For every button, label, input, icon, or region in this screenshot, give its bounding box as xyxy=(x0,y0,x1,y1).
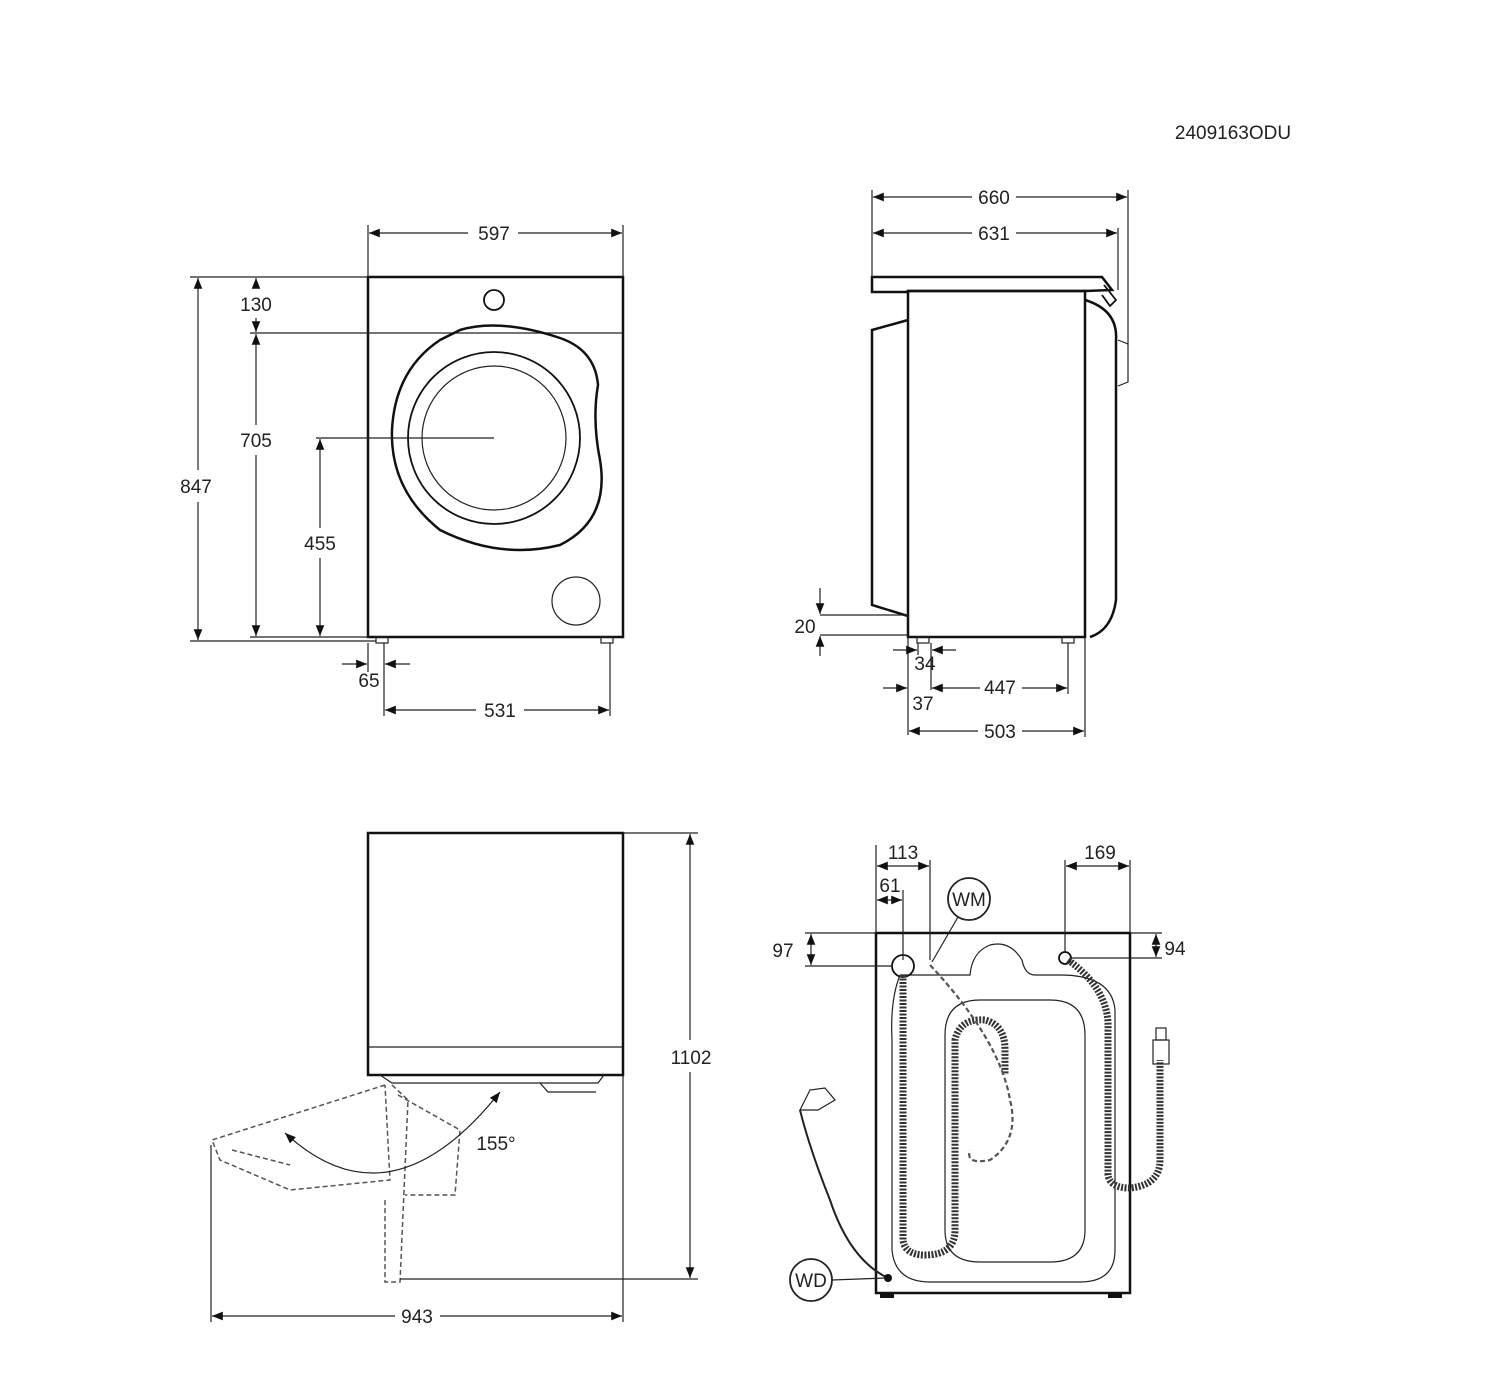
dim-feet-spacing-side: 447 xyxy=(984,678,1016,699)
front-view: 597 847 130 705 455 65 531 xyxy=(180,224,625,722)
dim-foot-width: 34 xyxy=(914,654,936,675)
dim-body-depth: 503 xyxy=(984,722,1016,743)
label-wd: WD xyxy=(795,1271,827,1292)
filter-cover xyxy=(551,576,601,626)
dim-height-with-door: 1102 xyxy=(671,1048,712,1069)
dim-inlet-113: 113 xyxy=(888,843,918,864)
label-wm: WM xyxy=(952,890,986,911)
dim-depth-with-door: 943 xyxy=(401,1307,433,1328)
dim-depth-total: 660 xyxy=(978,188,1010,209)
door-outer xyxy=(390,324,603,552)
back-view: 113 61 169 97 94 WM WD xyxy=(772,843,1186,1302)
dim-feet-spacing: 531 xyxy=(484,701,516,722)
dim-foot-height: 20 xyxy=(794,617,815,638)
side-view: 660 631 20 34 37 447 503 xyxy=(794,188,1129,743)
dim-inlet-61: 61 xyxy=(879,876,900,897)
dim-width: 597 xyxy=(478,224,510,245)
dim-outlet-169: 169 xyxy=(1084,843,1116,864)
drawing-code: 2409163ODU xyxy=(1175,123,1291,144)
dim-depth-body: 631 xyxy=(978,224,1010,245)
dim-door-angle: 155° xyxy=(476,1134,515,1155)
dim-foot-offset: 37 xyxy=(912,694,933,715)
door-open-view: 155° 1102 943 xyxy=(210,831,712,1328)
dim-top-panel: 130 xyxy=(240,295,272,316)
dim-total-height: 847 xyxy=(180,477,212,498)
dim-inlet-height: 97 xyxy=(772,941,793,962)
dim-door-center: 455 xyxy=(304,534,336,555)
dim-door-height: 705 xyxy=(240,431,272,452)
dim-outlet-height: 94 xyxy=(1164,939,1186,960)
program-knob-icon xyxy=(483,289,505,311)
dim-foot-inset: 65 xyxy=(358,671,379,692)
